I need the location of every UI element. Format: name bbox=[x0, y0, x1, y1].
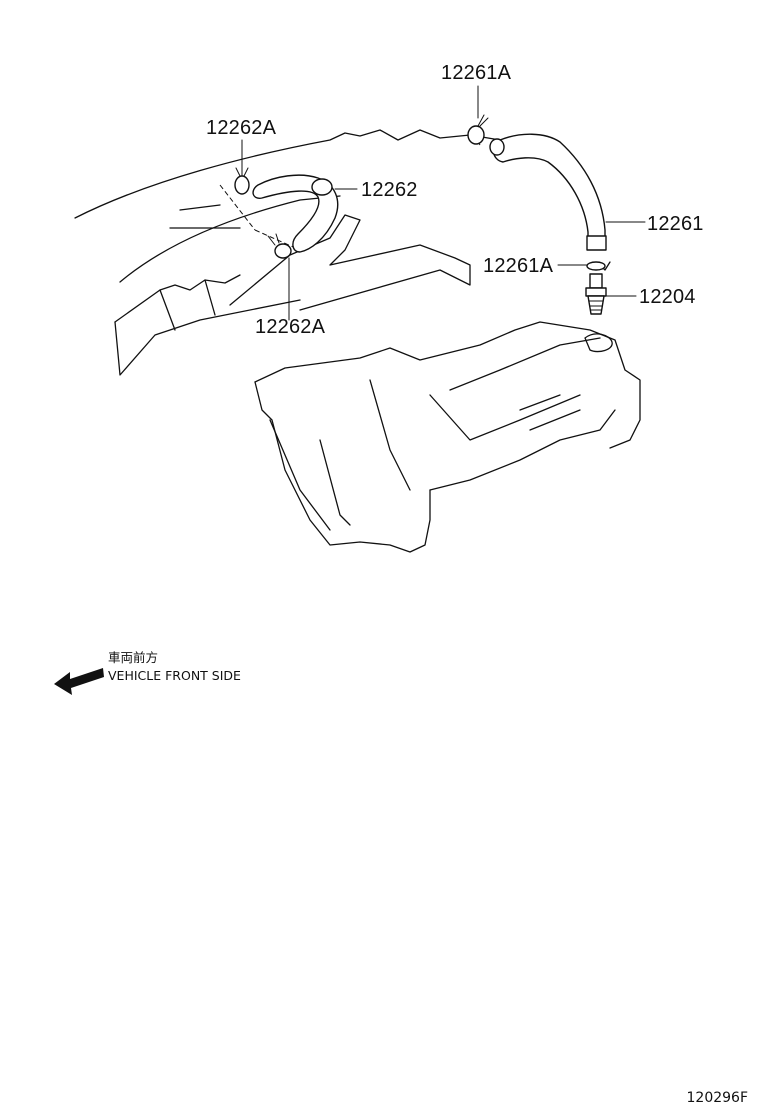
hose-12261 bbox=[489, 133, 607, 251]
callout-12262A-bottom: 12262A bbox=[255, 316, 326, 338]
clamp-12261A-top bbox=[467, 114, 489, 145]
callout-12204: 12204 bbox=[639, 286, 696, 308]
engine-outline bbox=[74, 129, 641, 553]
front-direction-indicator: 車両前方 VEHICLE FRONT SIDE bbox=[54, 650, 241, 695]
front-label-jp: 車両前方 bbox=[108, 650, 158, 665]
hose-12262 bbox=[252, 174, 339, 253]
callout-12262: 12262 bbox=[361, 179, 418, 201]
callout-12262A-top: 12262A bbox=[206, 117, 277, 139]
valve-12204 bbox=[585, 273, 607, 315]
callout-12261A-top: 12261A bbox=[441, 62, 512, 84]
leader-lines bbox=[241, 85, 646, 321]
callout-12261: 12261 bbox=[647, 213, 704, 235]
front-label-en: VEHICLE FRONT SIDE bbox=[108, 668, 241, 683]
clamp-12261A-mid bbox=[586, 261, 606, 271]
callout-12261A-mid: 12261A bbox=[483, 255, 554, 277]
figure-code: 120296F bbox=[687, 1090, 749, 1106]
front-arrow-icon bbox=[54, 668, 104, 695]
clamp-12262A-bottom bbox=[267, 233, 292, 259]
